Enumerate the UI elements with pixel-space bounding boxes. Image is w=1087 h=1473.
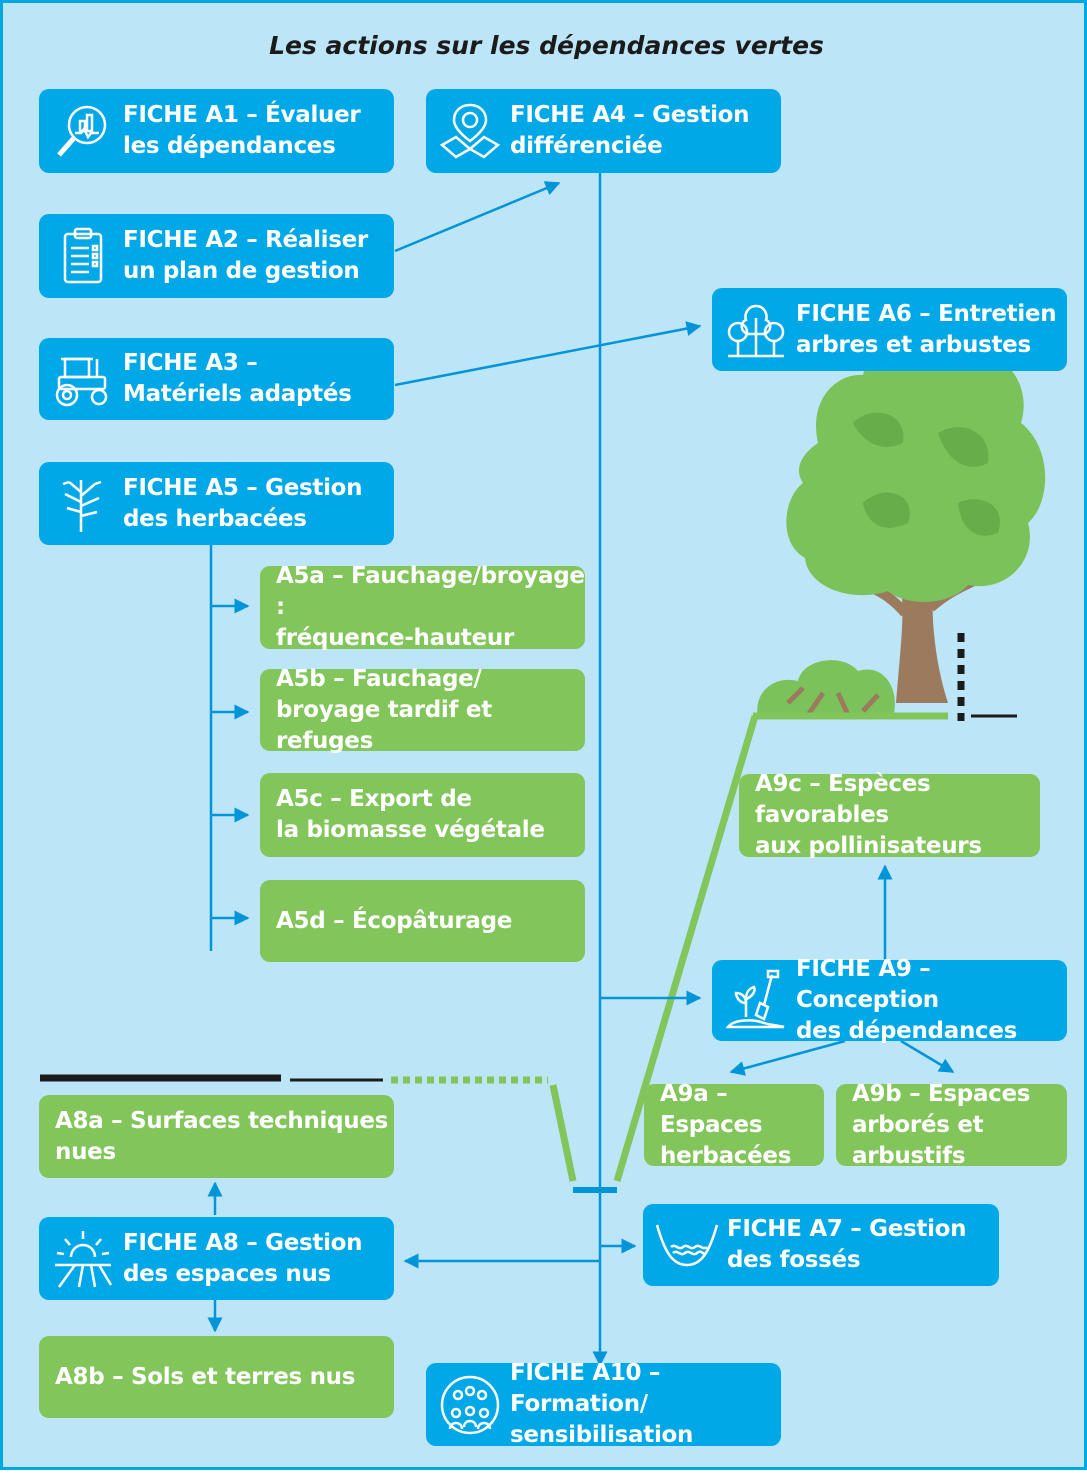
fiche-a1-box[interactable]: FICHE A1 – Évaluer les dépendances (39, 89, 394, 173)
fiche-a4-box[interactable]: FICHE A4 – Gestion différenciée (426, 89, 781, 173)
fiche-a4-label: FICHE A4 – Gestion différenciée (510, 102, 750, 159)
fiche-a9-label: FICHE A9 – Conception des dépendances (796, 956, 1018, 1044)
sub-action-a5a-box[interactable]: A5a – Fauchage/broyage : fréquence-haute… (260, 563, 585, 651)
fiche-a5-label: FICHE A5 – Gestion des herbacées (123, 474, 363, 532)
sub-action-a8a-label: A8a – Surfaces techniques nues (55, 1107, 389, 1165)
clipboard-checklist-icon (63, 227, 103, 284)
sub-action-a9c-label: A9c – Espèces favorables aux pollinisate… (755, 771, 982, 859)
fiche-a8-label: FICHE A8 – Gestion des espaces nus (123, 1229, 363, 1287)
fiche-a5-box[interactable]: FICHE A5 – Gestion des herbacées (39, 462, 394, 545)
sub-action-a8b-box[interactable]: A8b – Sols et terres nus (39, 1336, 394, 1418)
road-cross-section (40, 715, 759, 1193)
fiche-a6-box[interactable]: FICHE A6 – Entretien arbres et arbustes (712, 288, 1067, 371)
fiche-a7-label: FICHE A7 – Gestion des fossés (727, 1216, 967, 1273)
sub-action-a9c-box[interactable]: A9c – Espèces favorables aux pollinisate… (739, 771, 1040, 859)
fiche-a6-label: FICHE A6 – Entretien arbres et arbustes (796, 300, 1057, 358)
diagram-title: Les actions sur les dépendances vertes (269, 31, 824, 60)
fiche-a10-label: FICHE A10 – Formation/ sensibilisation (510, 1360, 694, 1448)
tractor-icon (55, 357, 108, 407)
trees-icon (727, 304, 785, 357)
shovel-plant-icon (725, 969, 785, 1028)
sub-action-a8b-label: A8b – Sols et terres nus (55, 1363, 356, 1390)
fiche-a7-box[interactable]: FICHE A7 – Gestion des fossés (643, 1204, 999, 1286)
fiche-a2-label: FICHE A2 – Réaliser un plan de gestion (123, 227, 368, 284)
connectors-layer (40, 173, 1046, 1367)
sub-action-a5b-label: A5b – Fauchage/ broyage tardif et refuge… (276, 665, 492, 754)
fiche-a3-box[interactable]: FICHE A3 – Matériels adaptés (39, 338, 394, 420)
sub-action-a9a-label: A9a – Espaces herbacées (660, 1080, 792, 1169)
sub-action-a5a-label: A5a – Fauchage/broyage : fréquence-haute… (276, 563, 585, 651)
fiche-a9-box[interactable]: FICHE A9 – Conception des dépendances (712, 956, 1067, 1044)
tree-illustration (753, 335, 1046, 721)
fiche-a10-box[interactable]: FICHE A10 – Formation/ sensibilisation (426, 1360, 781, 1448)
group-people-icon (440, 1375, 500, 1434)
sub-action-a9a-box[interactable]: A9a – Espaces herbacées (644, 1081, 824, 1169)
sub-action-a5d-label: A5d – Écopâturage (276, 907, 513, 934)
sun-ground-icon (55, 1230, 113, 1288)
sub-action-a9b-label: A9b – Espaces arborés et arbustifs (852, 1080, 1031, 1169)
sub-action-a5c-box[interactable]: A5c – Export de la biomasse végétale (260, 773, 585, 857)
fiche-a2-box[interactable]: FICHE A2 – Réaliser un plan de gestion (39, 214, 394, 298)
ditch-water-icon (655, 1224, 719, 1267)
sub-action-a5c-label: A5c – Export de la biomasse végétale (276, 786, 545, 843)
sub-action-a5b-box[interactable]: A5b – Fauchage/ broyage tardif et refuge… (260, 666, 585, 754)
fiche-a8-box[interactable]: FICHE A8 – Gestion des espaces nus (39, 1217, 394, 1300)
magnifier-chart-icon (57, 105, 107, 157)
sub-action-a9b-box[interactable]: A9b – Espaces arborés et arbustifs (836, 1081, 1067, 1169)
sub-action-a5d-box[interactable]: A5d – Écopâturage (260, 880, 585, 962)
sub-action-a8a-box[interactable]: A8a – Surfaces techniques nues (39, 1095, 394, 1178)
map-pin-icon (439, 103, 501, 159)
fiche-a3-label: FICHE A3 – Matériels adaptés (123, 350, 352, 407)
fiche-a1-label: FICHE A1 – Évaluer les dépendances (123, 102, 361, 159)
herb-plant-icon (62, 479, 102, 532)
